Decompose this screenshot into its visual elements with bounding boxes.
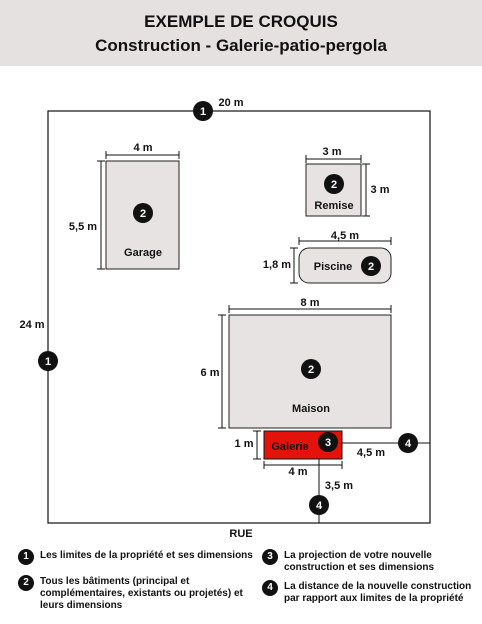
legend-marker: 3 [262, 549, 278, 565]
legend-text: complémentaires, existants ou projetés) … [40, 588, 243, 599]
maison-marker: 2 [308, 364, 314, 376]
maison: 8 m 6 m 2 Maison [201, 297, 392, 429]
legend-text: Tous les bâtiments (principal et [40, 576, 190, 587]
lot-depth-label: 24 m [19, 319, 44, 331]
galerie-width: 4 m [289, 466, 308, 478]
piscine-width: 4,5 m [331, 230, 359, 242]
distance-side-label: 4,5 m [357, 447, 385, 459]
maison-label: Maison [292, 403, 330, 415]
maison-depth: 6 m [201, 367, 220, 379]
legend-text: Les limites de la propriété et ses dimen… [40, 550, 253, 561]
legend-item-2: 2 Tous les bâtiments (principal et compl… [18, 575, 258, 615]
legend-text: par rapport aux limites de la propriété [284, 593, 464, 604]
galerie-marker: 3 [325, 437, 331, 449]
piscine-marker: 2 [368, 261, 374, 273]
legend-marker: 2 [18, 575, 34, 591]
piscine-label: Piscine [314, 261, 353, 273]
legend-text: La projection de votre nouvelle [284, 550, 432, 561]
legend-text: La distance de la nouvelle construction [284, 581, 472, 592]
sketch-title: EXEMPLE DE CROQUIS [144, 12, 338, 31]
lot-boundary [47, 110, 431, 524]
sketch-subtitle: Construction - Galerie-patio-pergola [95, 36, 387, 55]
legend-marker: 4 [262, 580, 278, 596]
distance-side: 4,5 m 4 [342, 433, 431, 459]
legend-text: construction et ses dimensions [284, 562, 435, 573]
lot-width-label: 20 m [218, 97, 243, 109]
galerie: 1 m 4 m Galerie 3 [235, 430, 343, 478]
lot-marker-left: 1 [38, 351, 58, 371]
garage-depth: 5,5 m [69, 221, 97, 233]
garage: 4 m 5,5 m 2 Garage [69, 142, 180, 270]
remise: 3 m 3 m 2 Remise [305, 146, 390, 217]
svg-text:1: 1 [45, 356, 51, 368]
distance-side-marker: 4 [405, 438, 412, 450]
garage-width: 4 m [134, 142, 153, 154]
piscine-depth: 1,8 m [263, 259, 291, 271]
distance-front-marker: 4 [316, 500, 323, 512]
maison-width: 8 m [301, 297, 320, 309]
legend-marker: 1 [18, 549, 34, 565]
galerie-label: Galerie [271, 441, 308, 453]
distance-front-label: 3,5 m [325, 480, 353, 492]
piscine: 4,5 m 1,8 m Piscine 2 [263, 230, 392, 284]
remise-depth: 3 m [371, 184, 390, 196]
street-label: RUE [229, 528, 252, 540]
distance-front: 3,5 m 4 [309, 458, 353, 524]
legend-item-1: 1 Les limites de la propriété et ses dim… [18, 549, 258, 565]
legend-item-4: 4 La distance de la nouvelle constructio… [262, 580, 477, 608]
garage-label: Garage [124, 247, 162, 259]
remise-marker: 2 [331, 179, 337, 191]
lot-marker-top: 1 [193, 101, 213, 121]
garage-marker: 2 [140, 208, 146, 220]
legend-text: leurs dimensions [40, 600, 123, 611]
svg-text:1: 1 [200, 106, 206, 118]
galerie-depth: 1 m [235, 438, 254, 450]
legend-item-3: 3 La projection de votre nouvelle constr… [262, 549, 477, 577]
header: EXEMPLE DE CROQUIS Construction - Galeri… [0, 0, 482, 66]
remise-label: Remise [314, 200, 353, 212]
remise-width: 3 m [323, 146, 342, 158]
